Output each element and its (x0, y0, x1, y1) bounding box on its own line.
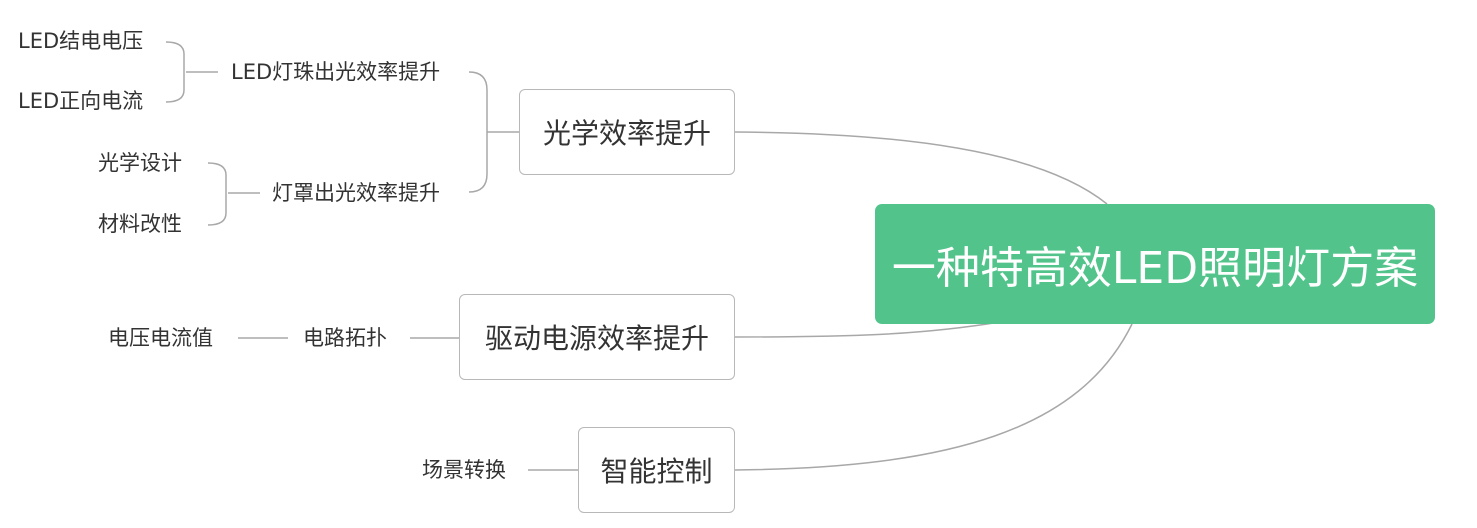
node-optical-design[interactable]: 光学设计 (98, 151, 182, 175)
connector-root-optical (734, 131, 1108, 205)
node-circuit-topology[interactable]: 电路拓扑 (303, 326, 387, 350)
node-led-forward-current[interactable]: LED正向电流 (18, 89, 144, 113)
connector-root-smart (734, 323, 1133, 471)
branch-driver-efficiency[interactable]: 驱动电源效率提升 (459, 294, 735, 380)
node-material-modification[interactable]: 材料改性 (98, 212, 182, 236)
connector-root-driver (734, 321, 1001, 338)
root-node[interactable]: 一种特高效LED照明灯方案 (875, 204, 1435, 324)
node-led-chip-efficiency[interactable]: LED灯珠出光效率提升 (231, 60, 441, 84)
node-voltage-current-value[interactable]: 电压电流值 (108, 326, 213, 350)
branch-smart-control[interactable]: 智能控制 (578, 427, 735, 513)
node-lamp-cover-efficiency[interactable]: 灯罩出光效率提升 (272, 181, 440, 205)
connector-led-bracket (165, 41, 218, 103)
branch-optical-efficiency[interactable]: 光学效率提升 (519, 89, 735, 175)
node-led-junction-voltage[interactable]: LED结电电压 (18, 29, 144, 53)
connector-cover-bracket (207, 162, 260, 226)
node-scene-switch[interactable]: 场景转换 (422, 458, 506, 482)
connector-optical-bracket (468, 71, 519, 193)
